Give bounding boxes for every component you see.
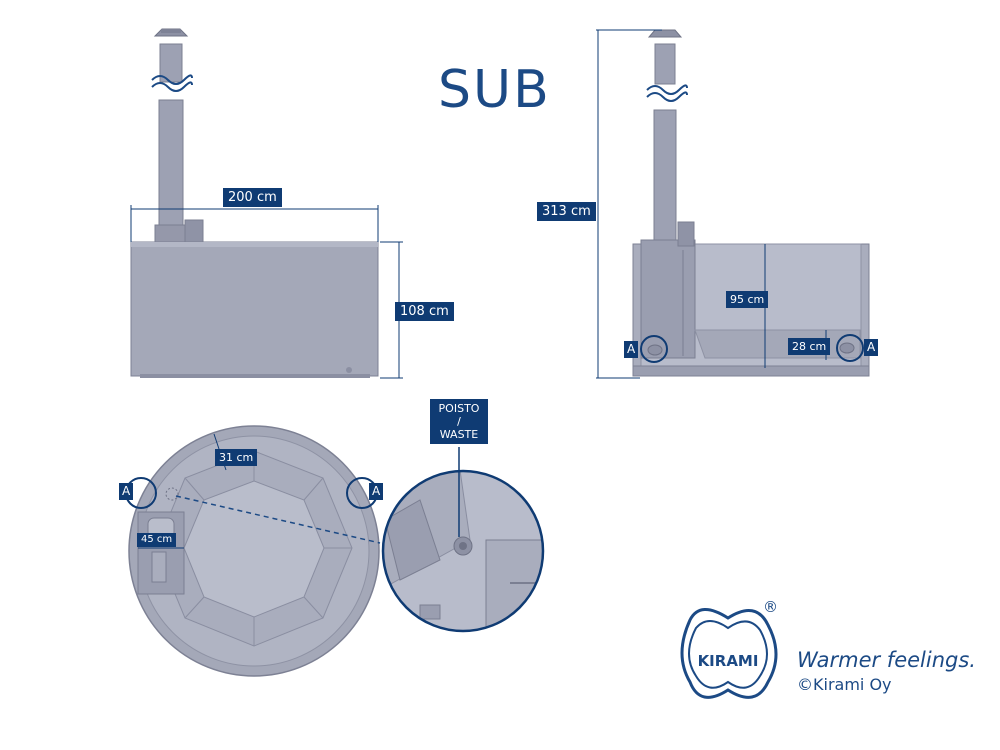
- front-tub-body: [130, 241, 379, 377]
- total-height-label: 313 cm: [537, 202, 596, 221]
- front-view: [130, 28, 403, 379]
- side-view: [596, 29, 870, 379]
- top-view: [125, 425, 381, 677]
- side-heater: [640, 239, 696, 359]
- logo-text: KIRAMI: [697, 652, 759, 670]
- drain-height-label: 28 cm: [788, 338, 831, 355]
- marker-a-side-right: A: [864, 339, 879, 356]
- waste-line-3: WASTE: [439, 428, 479, 441]
- tagline: Warmer feelings.: [797, 648, 976, 672]
- waste-line-1: POISTO: [438, 402, 480, 415]
- height-label: 108 cm: [395, 302, 454, 321]
- marker-a-side-left: A: [624, 341, 639, 358]
- bench-width-label: 31 cm: [215, 449, 258, 466]
- marker-a-top-left: A: [119, 483, 134, 500]
- width-label: 200 cm: [223, 188, 282, 207]
- waste-label: POISTO / WASTE: [430, 399, 488, 444]
- registered-mark: ®: [763, 598, 778, 616]
- copyright: ©Kirami Oy: [797, 675, 892, 694]
- front-chimney-lower: [158, 99, 184, 241]
- water-depth-label: 95 cm: [726, 291, 769, 308]
- marker-a-top-right: A: [369, 483, 384, 500]
- waste-line-2: /: [457, 415, 461, 428]
- page-title: SUB: [438, 60, 551, 120]
- zoom-detail: [381, 447, 545, 633]
- kirami-logo: [680, 608, 778, 699]
- heater-width-label: 45 cm: [137, 533, 177, 547]
